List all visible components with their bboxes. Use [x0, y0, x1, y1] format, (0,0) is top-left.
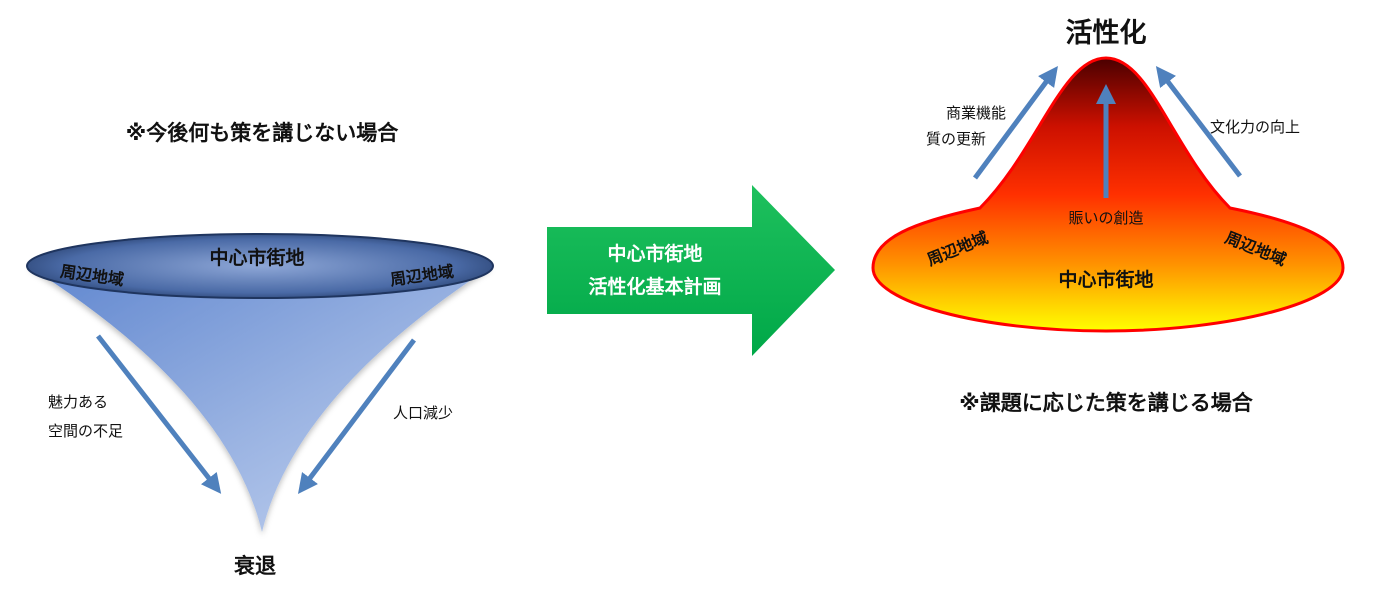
plan-line1: 中心市街地: [607, 242, 702, 265]
growth-arrow-right: [1155, 66, 1242, 178]
factor-left-line2: 質の更新: [926, 130, 986, 148]
plan-line2: 活性化基本計画: [588, 275, 721, 298]
right-caption: ※課題に応じた策を講じる場合: [959, 391, 1253, 415]
plan-arrow: [547, 185, 835, 356]
factor-center: 賑いの創造: [1068, 209, 1143, 227]
decline-arrow-left: [96, 334, 222, 494]
left-center-label: 中心市街地: [209, 246, 304, 269]
decline-result: 衰退: [234, 554, 276, 578]
growth-arrow-left: [972, 65, 1058, 180]
city-top-ellipse: [26, 233, 494, 299]
cause-left-line1: 魅力ある: [48, 393, 108, 411]
cause-left-line2: 空間の不足: [48, 422, 123, 440]
left-caption: ※今後何も策を講じない場合: [126, 121, 399, 145]
factor-right: 文化力の向上: [1210, 118, 1300, 136]
right-center-label: 中心市街地: [1058, 268, 1153, 291]
factor-left-line1: 商業機能: [946, 104, 1006, 122]
decline-arrow-right: [297, 338, 416, 494]
decline-funnel: [28, 266, 492, 532]
cause-right: 人口減少: [393, 404, 453, 422]
revitalization-result: 活性化: [1066, 18, 1147, 49]
